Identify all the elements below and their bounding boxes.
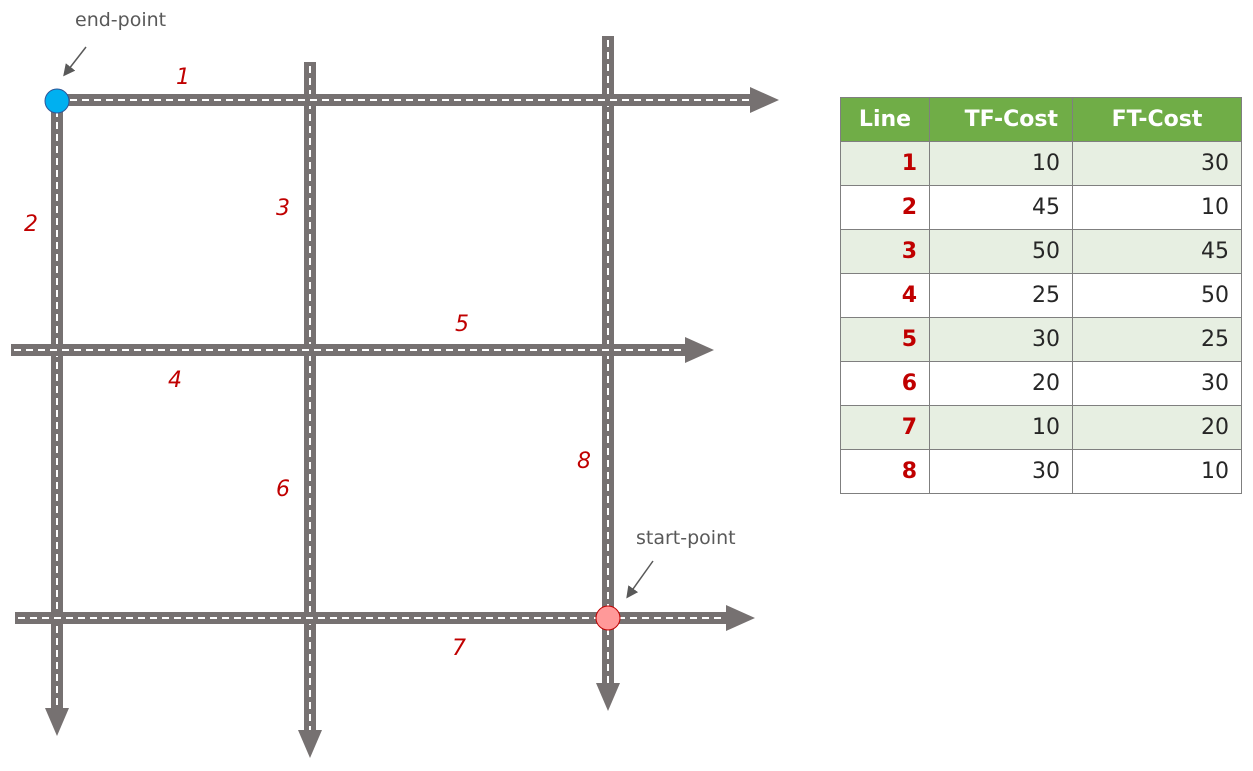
line-id: 8 [840,449,930,494]
tf-cost: 50 [929,229,1073,274]
road-vertical-right [596,36,620,711]
line-id: 3 [840,229,930,274]
road-label-5: 5 [455,312,469,337]
header-line: Line [840,97,930,142]
start-point-label: start-point [636,527,736,549]
ft-cost: 30 [1072,361,1242,406]
tf-cost: 30 [929,449,1073,494]
end-point-label: end-point [75,9,166,31]
table-row: 1 10 30 [840,141,1242,186]
table-row: 4 25 50 [840,273,1242,318]
header-ft-cost: FT-Cost [1072,97,1242,142]
ft-cost: 20 [1072,405,1242,450]
table-row: 3 50 45 [840,229,1242,274]
road-vertical-left [45,100,69,736]
ft-cost: 10 [1072,185,1242,230]
road-label-4: 4 [168,368,182,393]
table-row: 6 20 30 [840,361,1242,406]
line-id: 7 [840,405,930,450]
line-id: 2 [840,185,930,230]
road-horizontal-bottom [15,605,755,631]
tf-cost: 45 [929,185,1073,230]
start-point-marker [595,605,621,631]
road-label-1: 1 [176,65,190,90]
ft-cost: 25 [1072,317,1242,362]
tf-cost: 25 [929,273,1073,318]
road-vertical-middle [298,62,322,758]
ft-cost: 45 [1072,229,1242,274]
line-cost-table: Line TF-Cost FT-Cost 1 10 30 2 45 10 3 5… [840,97,1242,494]
tf-cost: 10 [929,141,1073,186]
table-row: 7 10 20 [840,405,1242,450]
tf-cost: 20 [929,361,1073,406]
line-id: 1 [840,141,930,186]
end-point-marker [44,88,70,114]
table-row: 8 30 10 [840,449,1242,494]
road-label-8: 8 [577,449,591,474]
road-network-diagram: 1 2 3 4 5 6 7 8 end-point start-point [11,9,779,758]
tf-cost: 10 [929,405,1073,450]
table-row: 5 30 25 [840,317,1242,362]
tf-cost: 30 [929,317,1073,362]
table-header-row: Line TF-Cost FT-Cost [840,97,1242,142]
line-id: 5 [840,317,930,362]
line-id: 4 [840,273,930,318]
ft-cost: 50 [1072,273,1242,318]
start-point-arrow [626,560,654,599]
road-label-2: 2 [24,212,38,237]
road-horizontal-middle [11,337,714,363]
table-row: 2 45 10 [840,185,1242,230]
header-tf-cost: TF-Cost [929,97,1073,142]
ft-cost: 30 [1072,141,1242,186]
ft-cost: 10 [1072,449,1242,494]
end-point-arrow [63,46,87,77]
road-label-3: 3 [276,196,290,221]
road-label-7: 7 [452,636,466,661]
line-id: 6 [840,361,930,406]
road-horizontal-top [57,87,779,113]
road-label-6: 6 [276,477,290,502]
